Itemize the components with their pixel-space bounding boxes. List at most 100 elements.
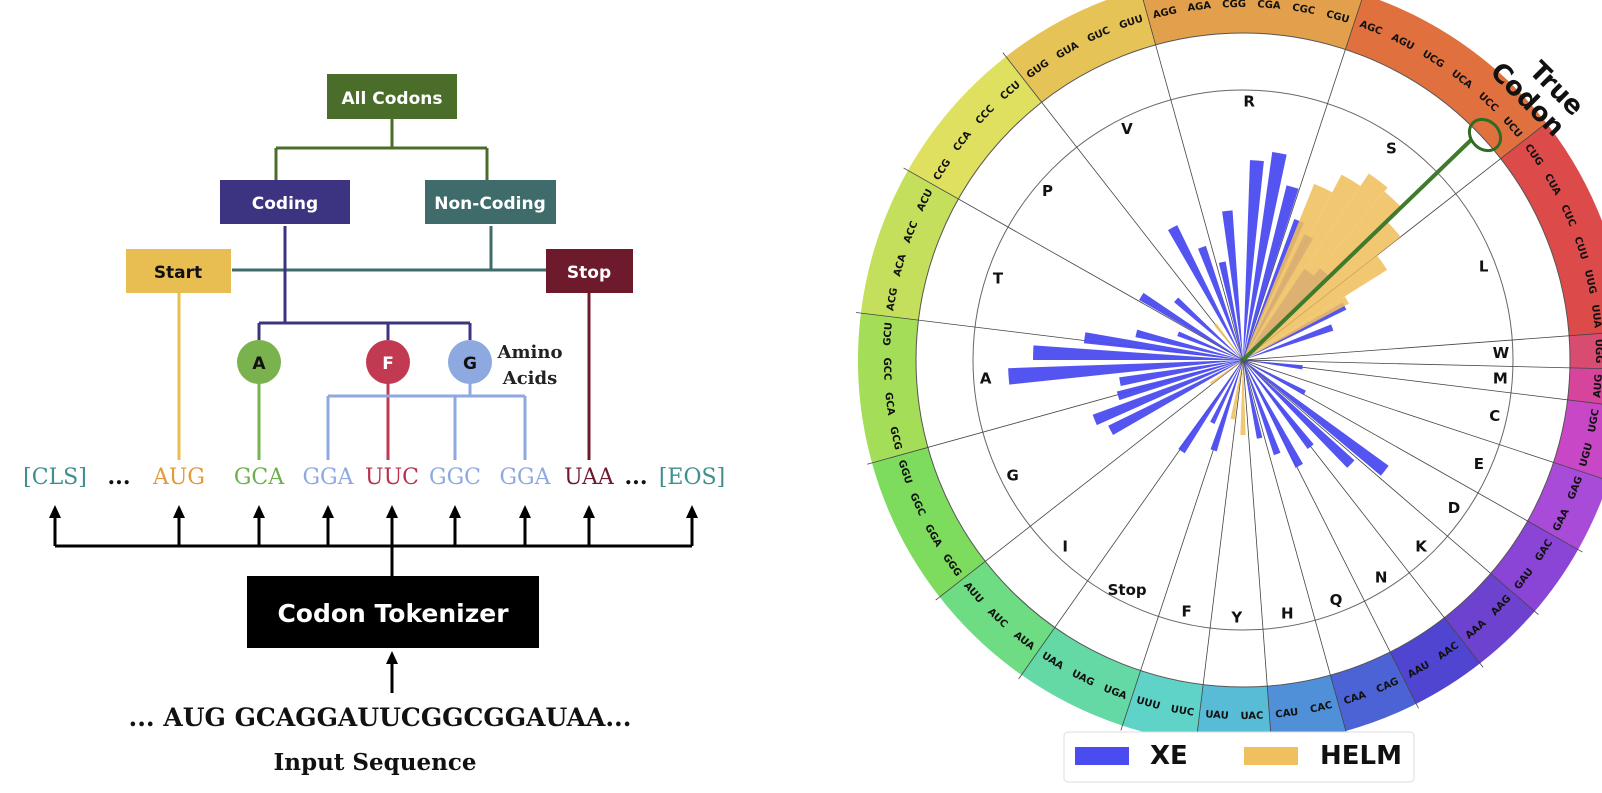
tokenizer-arrows (53, 516, 694, 693)
helm-bar (1209, 360, 1243, 385)
xe-bar (1168, 225, 1243, 360)
ring-segment-t (860, 170, 959, 321)
divider-line (903, 167, 1244, 361)
token-uuc: UUC (365, 465, 419, 490)
amino-label-q: Q (1330, 591, 1343, 609)
xe-bar (1243, 360, 1389, 476)
ring-segment-n (1390, 617, 1481, 704)
legend-swatch-helm (1244, 747, 1298, 765)
helm-bar (1243, 221, 1401, 360)
xe-bar (1243, 360, 1314, 449)
divider-line (1242, 359, 1348, 736)
amino-label-r: R (1243, 93, 1255, 111)
xe-bar (1243, 360, 1306, 395)
input-sequence-text: ... AUG GCAGGAUUCGGCGGAUAA... (129, 703, 632, 732)
codon-label-uuc: UUC (1170, 704, 1195, 719)
helm-bar (1243, 173, 1388, 360)
amino-f-circle (366, 340, 410, 384)
amino-label-w: W (1493, 344, 1510, 362)
amino-a-circle (237, 340, 281, 384)
codon-label-uua: UUA (1589, 304, 1602, 329)
amino-label-t: T (993, 270, 1004, 288)
xe-bar (1174, 297, 1243, 360)
amino-label-f: F (1181, 602, 1191, 620)
legend-label-helm: HELM (1320, 741, 1402, 771)
divider-line (1142, 0, 1244, 361)
ring-segment-c (1553, 399, 1602, 479)
helm-bar (1243, 191, 1402, 360)
ring-segment-i (939, 561, 1055, 675)
amino-label-a: A (980, 370, 992, 388)
codon-label-aug: AUG (1592, 374, 1602, 399)
ring-segment-f (1122, 670, 1204, 743)
ring-segment-v (1005, 0, 1156, 103)
xe-bar (1119, 360, 1243, 386)
xe-bar (1198, 245, 1243, 360)
amino-g-circle (448, 340, 492, 384)
divider-line (1242, 359, 1602, 405)
xe-bar (1177, 331, 1243, 360)
xe-bar (1243, 185, 1299, 360)
ring-segment-d (1490, 521, 1579, 612)
xe-bar (1210, 360, 1243, 424)
ring-segment-m (1567, 367, 1602, 405)
token-gga-2: GGA (499, 465, 551, 490)
amino-label-m: M (1493, 369, 1508, 387)
true-codon-line (1241, 137, 1474, 362)
xe-bar (1092, 360, 1243, 426)
codon-label-ugg: UGG (1593, 339, 1602, 364)
codon-label-gca: GCA (882, 392, 896, 417)
token-uaa: UAA (564, 465, 615, 490)
all-codons-label: All Codons (342, 89, 443, 109)
ring-segment-w (1569, 333, 1602, 369)
start-label: Start (154, 263, 202, 283)
helm-bars (1209, 173, 1402, 435)
xe-bar (1083, 332, 1243, 360)
divider-line (1242, 359, 1539, 615)
start-box (126, 249, 231, 293)
divider-line (1242, 359, 1273, 749)
xe-bar (1222, 210, 1243, 360)
coding-connector (257, 226, 472, 340)
noncoding-box (425, 180, 556, 224)
codon-label-aga: AGA (1187, 0, 1212, 14)
amino-label-s: S (1386, 139, 1397, 157)
xe-bar (1108, 360, 1243, 435)
ring-segment-k (1444, 573, 1535, 664)
token-row: [CLS] ... AUG GCA GGA UUC GGC GGA UAA ..… (23, 464, 725, 490)
token-ellipsis-left: ... (108, 464, 131, 490)
wheel-ring (858, 0, 1602, 745)
coding-label: Coding (252, 194, 318, 214)
xe-bar (1218, 261, 1243, 360)
amino-acids-caption-line1: Amino (497, 342, 563, 363)
ring-segment-g (872, 447, 986, 598)
codon-label-agg: AGG (1152, 5, 1178, 21)
codon-tokenizer-box (247, 576, 539, 648)
ring-segment-s (1345, 0, 1547, 159)
codon-label-cau: CAU (1275, 707, 1299, 721)
amino-label-h: H (1281, 605, 1294, 623)
amino-label-l: L (1479, 258, 1489, 276)
root-connector (274, 119, 489, 180)
token-gca: GCA (234, 465, 285, 490)
amino-acids-caption-line2: Acids (502, 368, 557, 389)
helm-bar (1243, 255, 1388, 360)
amino-label-stop: Stop (1108, 581, 1147, 599)
xe-bar (1178, 360, 1243, 454)
token-cls: [CLS] (23, 465, 87, 490)
xe-bar (1210, 360, 1243, 452)
codon-label-cgc: CGC (1291, 2, 1315, 17)
xe-bar (1243, 360, 1355, 468)
legend-frame (1063, 731, 1415, 783)
divider-line (1242, 359, 1602, 370)
xe-bar (1243, 360, 1281, 456)
xe-bar (1243, 160, 1264, 360)
helm-bar (1243, 174, 1361, 360)
codon-label-cgg: CGG (1222, 0, 1246, 10)
token-ggc: GGC (429, 465, 481, 490)
divider-line (1195, 359, 1244, 748)
divider-line (1242, 0, 1363, 361)
xe-bar (1243, 360, 1303, 468)
